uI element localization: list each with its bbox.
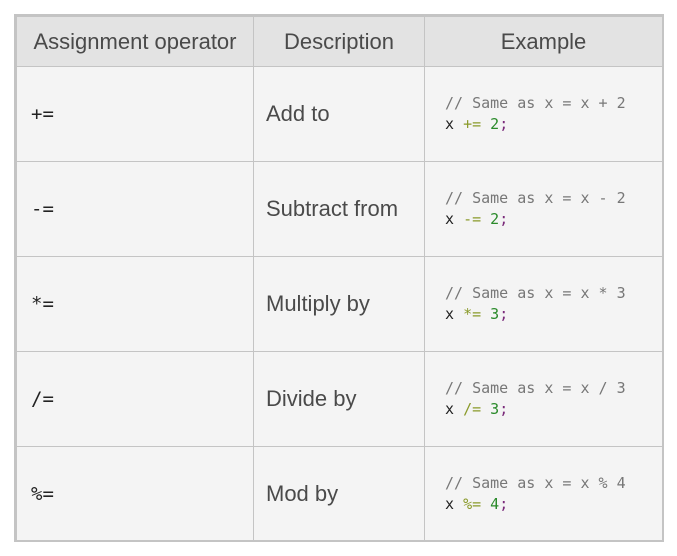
example-cell: // Same as x = x - 2 x -= 2;	[424, 161, 663, 257]
code-comment: // Same as x = x * 3	[445, 284, 626, 302]
operators-table: Assignment operator Description Example …	[16, 16, 663, 542]
operator-cell: *=	[16, 256, 254, 352]
code-operator: %=	[463, 495, 482, 513]
code-semicolon: ;	[499, 400, 509, 418]
code-variable: x	[445, 210, 455, 228]
description-cell: Add to	[253, 66, 425, 162]
example-cell: // Same as x = x * 3 x *= 3;	[424, 256, 663, 352]
operator-cell: +=	[16, 66, 254, 162]
code-variable: x	[445, 400, 455, 418]
description-cell: Mod by	[253, 446, 425, 542]
code-operator: *=	[463, 305, 482, 323]
code-variable: x	[445, 115, 455, 133]
code-comment: // Same as x = x % 4	[445, 474, 626, 492]
operator-cell: %=	[16, 446, 254, 542]
code-number: 2	[490, 210, 500, 228]
description-cell: Multiply by	[253, 256, 425, 352]
table-header-row: Assignment operator Description Example	[16, 16, 663, 67]
code-variable: x	[445, 305, 455, 323]
code-comment: // Same as x = x - 2	[445, 189, 626, 207]
code-semicolon: ;	[499, 305, 509, 323]
code-number: 3	[490, 305, 500, 323]
table-row: -= Subtract from // Same as x = x - 2 x -…	[16, 161, 663, 257]
code-line: x += 2;	[445, 114, 662, 135]
table-row: += Add to // Same as x = x + 2 x += 2;	[16, 66, 663, 162]
assignment-operators-table: Assignment operator Description Example …	[14, 14, 664, 542]
code-operator: -=	[463, 210, 482, 228]
code-semicolon: ;	[499, 495, 509, 513]
header-example: Example	[424, 16, 663, 67]
example-cell: // Same as x = x + 2 x += 2;	[424, 66, 663, 162]
code-operator: +=	[463, 115, 482, 133]
code-comment: // Same as x = x / 3	[445, 379, 626, 397]
example-cell: // Same as x = x / 3 x /= 3;	[424, 351, 663, 447]
code-operator: /=	[463, 400, 482, 418]
operator-cell: -=	[16, 161, 254, 257]
table-row: %= Mod by // Same as x = x % 4 x %= 4;	[16, 446, 663, 542]
example-cell: // Same as x = x % 4 x %= 4;	[424, 446, 663, 542]
code-variable: x	[445, 495, 455, 513]
header-assignment-operator: Assignment operator	[16, 16, 254, 67]
table-row: *= Multiply by // Same as x = x * 3 x *= …	[16, 256, 663, 352]
code-semicolon: ;	[499, 210, 509, 228]
code-comment: // Same as x = x + 2	[445, 94, 626, 112]
code-line: x *= 3;	[445, 304, 662, 325]
code-line: x -= 2;	[445, 209, 662, 230]
code-semicolon: ;	[499, 115, 509, 133]
code-line: x /= 3;	[445, 399, 662, 420]
description-cell: Subtract from	[253, 161, 425, 257]
code-number: 2	[490, 115, 500, 133]
code-line: x %= 4;	[445, 494, 662, 515]
header-description: Description	[253, 16, 425, 67]
table-row: /= Divide by // Same as x = x / 3 x /= 3;	[16, 351, 663, 447]
code-number: 4	[490, 495, 500, 513]
description-cell: Divide by	[253, 351, 425, 447]
operator-cell: /=	[16, 351, 254, 447]
code-number: 3	[490, 400, 500, 418]
